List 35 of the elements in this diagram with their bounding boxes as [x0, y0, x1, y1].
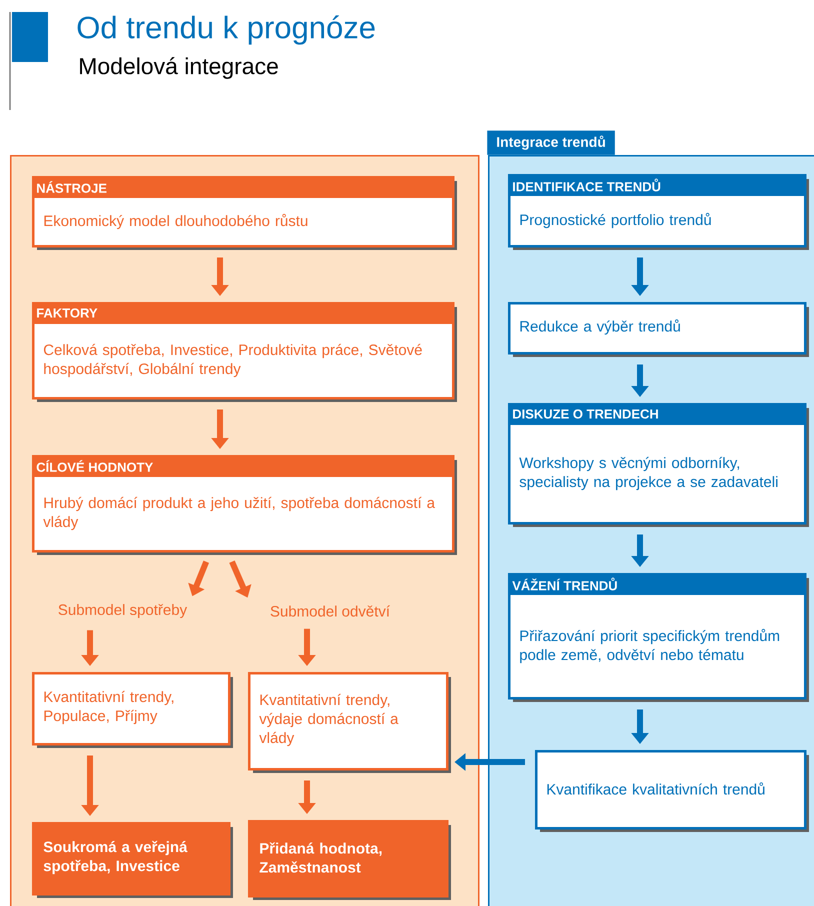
- box-text: Prognostické portfolio trendů: [520, 212, 711, 228]
- subtitle: Modelová integrace: [80, 57, 278, 79]
- step-box: [32, 672, 233, 748]
- box-text: Workshopy s věcnými odborníky, specialisty na projekce a se zadavateli: [519, 456, 778, 490]
- step-box: [508, 174, 809, 250]
- box-header: VÁŽENÍ TRENDŮ: [508, 573, 804, 595]
- box-text: Hrubý domácí produkt a jeho užití, spotřeba domácností a vlády: [43, 496, 435, 530]
- box-text: Kvantitativní trendy, Populace, Příjmy: [44, 690, 174, 724]
- step-box: [32, 176, 457, 250]
- step-box: [508, 403, 809, 527]
- box-text: Přidaná hodnota, Zaměstnanost: [260, 842, 382, 873]
- box-text: Kvantitativní trendy, výdaje domácností a vlády: [259, 694, 398, 746]
- box-header: FAKTORY: [32, 302, 452, 324]
- step-box: [248, 672, 451, 773]
- box-text: Soukromá a veřejná spotřeba, Investice: [44, 840, 188, 874]
- submodel-label: Submodel odvětví: [270, 605, 390, 617]
- box-header: IDENTIFIKACE TRENDŮ: [508, 174, 804, 196]
- submodel-label: Submodel spotřeby: [58, 604, 188, 618]
- box-text: Ekonomický model dlouhodobého růstu: [44, 214, 308, 230]
- step-box: [535, 750, 809, 832]
- box-header: NÁSTROJE: [32, 176, 452, 198]
- result-box: [32, 822, 233, 898]
- box-header: DISKUZE O TRENDECH: [508, 403, 804, 425]
- box-text: Redukce a výběr trendů: [520, 319, 680, 335]
- result-box: [248, 820, 451, 900]
- step-box: [508, 573, 809, 702]
- title: Od trendu k prognóze: [78, 15, 375, 45]
- step-box: [32, 455, 457, 555]
- box-text: Přiřazování priorit specifickým trendům podle země, odvětví nebo tématu: [520, 628, 780, 664]
- step-box: [508, 302, 809, 357]
- box-header: CÍLOVÉ HODNOTY: [32, 455, 452, 477]
- box-text: Kvantifikace kvalitativních trendů: [547, 782, 764, 795]
- box-text: Celková spotřeba, Investice, Produktivita práce, Světové hospodářství, Globální trendy: [44, 344, 422, 378]
- step-box: [32, 302, 457, 402]
- panel-tab: Integrace trendů: [487, 130, 615, 155]
